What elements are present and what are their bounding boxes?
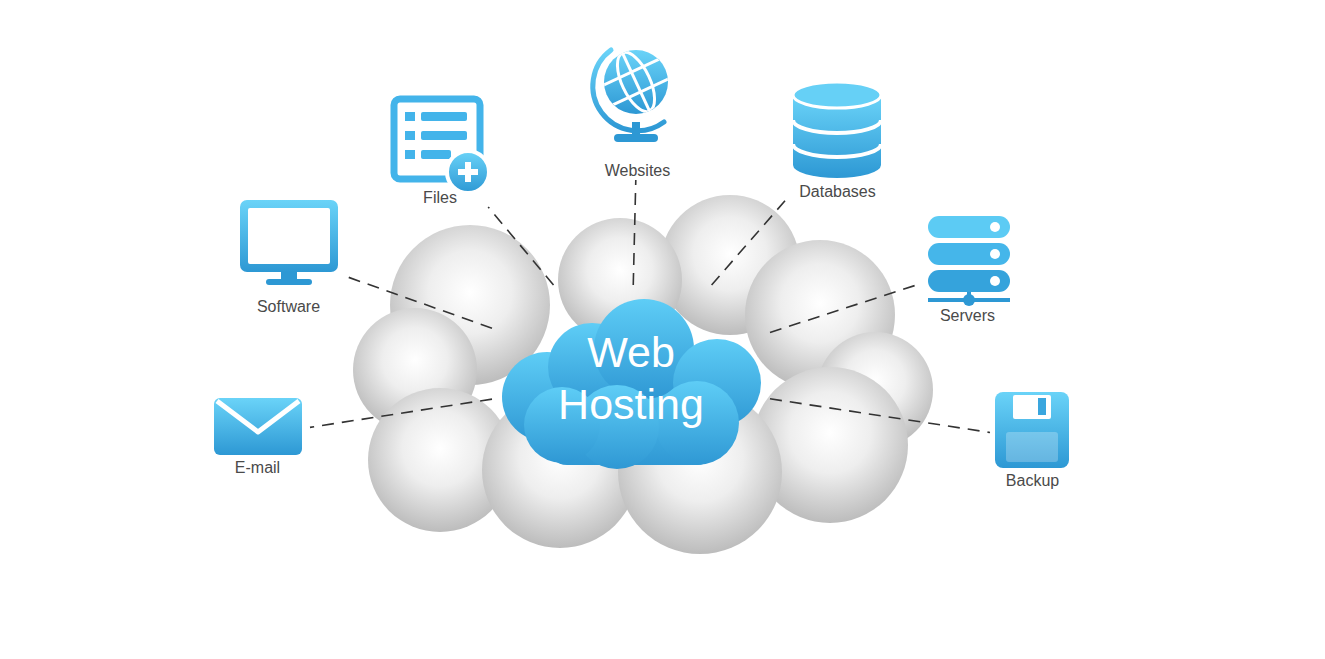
icon-node: E-mail — [205, 394, 310, 477]
node-label: Backup — [1006, 472, 1059, 490]
dashed-connector — [633, 180, 636, 285]
floppy-label — [1006, 432, 1058, 462]
floppy-shutter — [1013, 395, 1051, 419]
server-light — [990, 249, 1000, 259]
dashed-connector — [770, 399, 990, 433]
monitor-frame — [240, 200, 338, 272]
icon-node: Software — [235, 196, 342, 316]
envelope-flap — [217, 401, 299, 432]
node-label: E-mail — [235, 459, 280, 477]
icon-node: Servers — [920, 212, 1015, 325]
globe-parallel — [599, 57, 664, 87]
files-icon — [394, 99, 489, 193]
server-unit — [928, 243, 1010, 265]
list-bullet — [405, 131, 415, 140]
globe-stand — [632, 122, 640, 136]
node-label: Files — [423, 189, 457, 207]
dashed-connector — [488, 207, 553, 285]
monitor-icon — [240, 200, 338, 285]
globe-parallel — [608, 77, 673, 107]
gray-cloud — [353, 195, 933, 554]
database-top — [793, 82, 881, 108]
node-label: Servers — [940, 307, 995, 325]
globe-base — [614, 134, 658, 142]
globe-meridian — [610, 47, 662, 117]
monitor-screen — [248, 208, 330, 264]
floppy-slot — [1038, 398, 1046, 415]
cloud-shape — [492, 285, 770, 470]
node-label: Databases — [799, 183, 876, 201]
icon-node: Backup — [990, 388, 1075, 490]
dashed-connector — [770, 284, 920, 333]
cloud-node: Web Hosting — [492, 285, 770, 470]
globe-grid — [589, 36, 683, 128]
floppy-body — [995, 392, 1069, 468]
icon-node: Databases — [785, 80, 890, 201]
server-unit — [928, 270, 1010, 292]
node-label: Software — [257, 298, 320, 316]
list-bullet — [405, 112, 415, 121]
plus-badge — [447, 151, 489, 193]
node-label: Websites — [605, 162, 671, 180]
server-icon — [928, 216, 1010, 306]
monitor-neck — [281, 272, 297, 280]
envelope-body — [214, 398, 302, 455]
list-bar — [421, 131, 467, 140]
dashed-connector — [310, 399, 492, 427]
floppy-icon — [995, 392, 1069, 468]
globe-meridian — [622, 51, 651, 113]
node-label: Web Hosting — [531, 326, 731, 430]
database-icon — [793, 82, 881, 178]
server-unit — [928, 216, 1010, 238]
globe-icon — [589, 36, 683, 142]
database-divider — [793, 144, 881, 157]
dashed-connector — [342, 275, 492, 328]
icon-node: Files — [385, 92, 495, 207]
icon-node: Websites — [585, 40, 690, 180]
server-hub — [963, 294, 975, 306]
database-divider — [793, 120, 881, 133]
plus-sign — [465, 162, 471, 182]
server-light — [990, 222, 1000, 232]
list-bar — [421, 150, 451, 159]
server-light — [990, 276, 1000, 286]
envelope-icon — [214, 398, 302, 455]
list-bullet — [405, 150, 415, 159]
list-bar — [421, 112, 467, 121]
dashed-connector — [712, 201, 785, 285]
monitor-base — [266, 279, 312, 285]
